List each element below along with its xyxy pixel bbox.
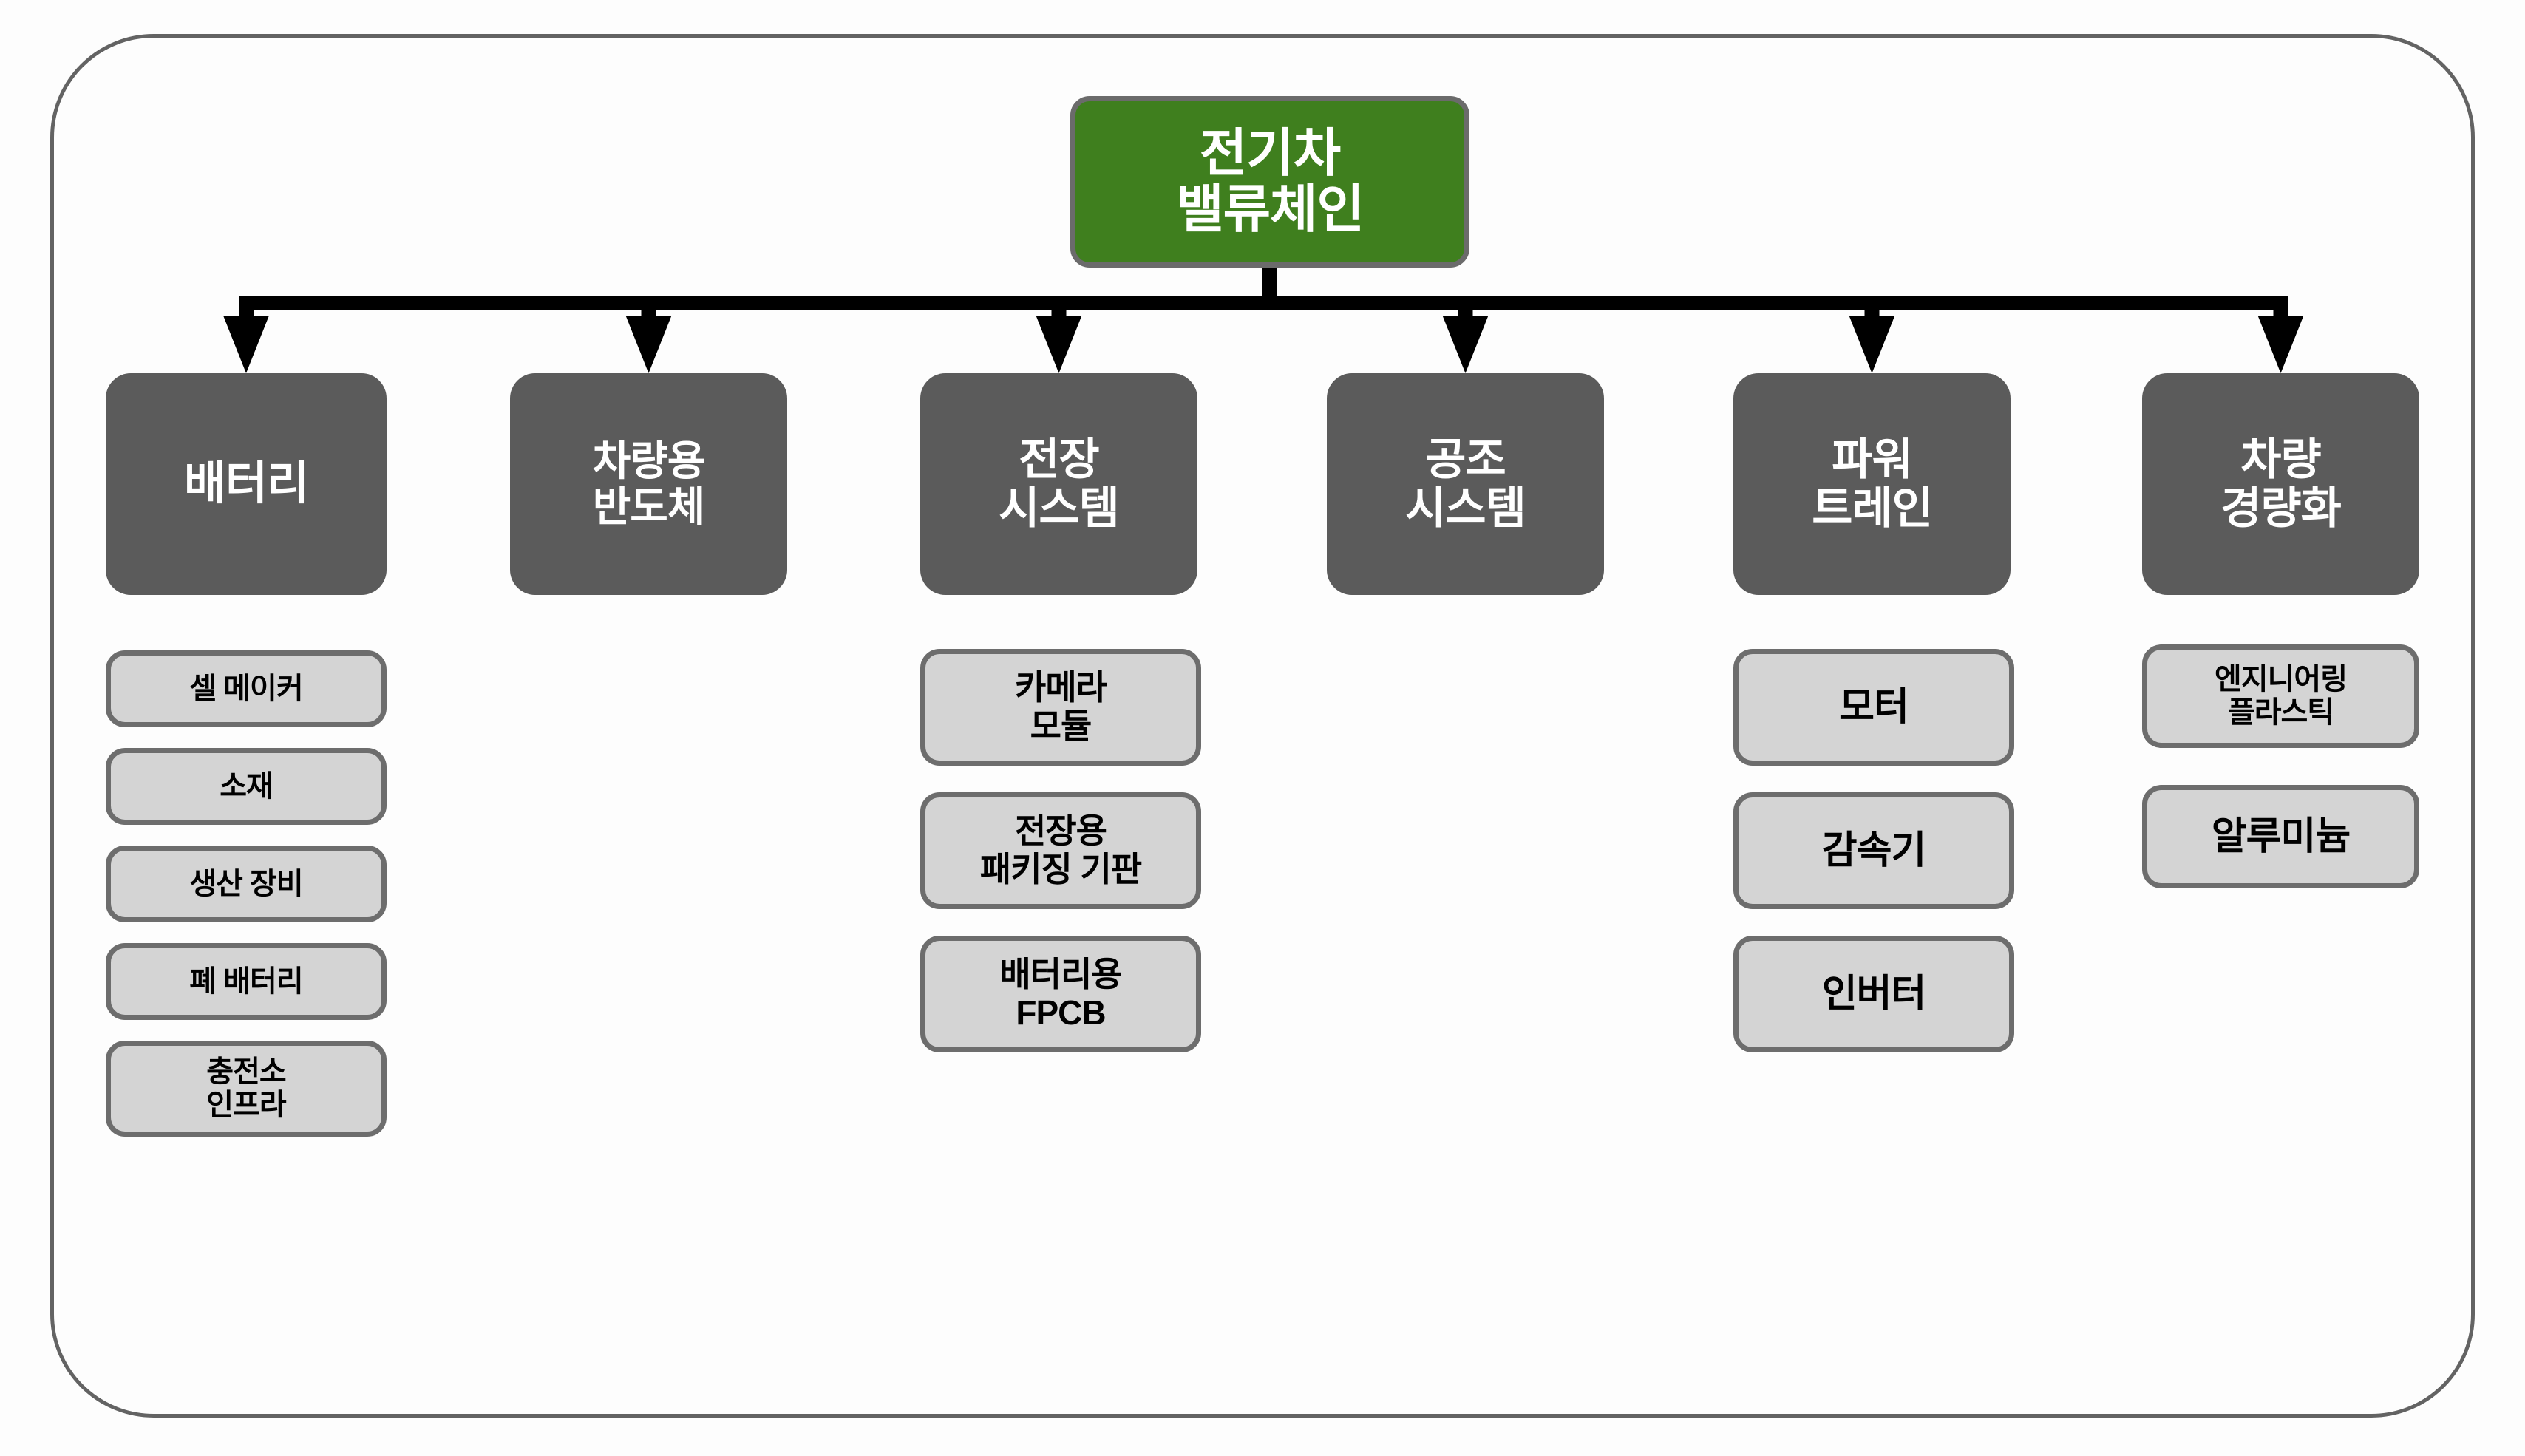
leaf-node-powertrain-0[interactable]: 모터 bbox=[1733, 649, 2014, 766]
leaf-node-battery-0[interactable]: 셀 메이커 bbox=[106, 650, 387, 727]
leaf-node-label-line1: 소재 bbox=[220, 769, 273, 803]
category-node-label-line1: 파워 bbox=[1832, 435, 1912, 484]
root-node-ev-value-chain[interactable]: 전기차 밸류체인 bbox=[1070, 96, 1469, 268]
leaf-node-label-line1: 폐 배터리 bbox=[189, 965, 303, 998]
root-node-line2: 밸류체인 bbox=[1176, 180, 1365, 238]
leaf-node-label-line1: 모터 bbox=[1839, 685, 1909, 729]
leaf-node-label-line1: 감속기 bbox=[1821, 829, 1927, 872]
leaf-node-label-line1: 카메라 bbox=[1015, 668, 1107, 707]
leaf-node-powertrain-2[interactable]: 인버터 bbox=[1733, 936, 2014, 1052]
leaf-node-battery-3[interactable]: 폐 배터리 bbox=[106, 943, 387, 1020]
leaf-node-label-line2: 패키징 기판 bbox=[979, 850, 1142, 888]
root-node-line1: 전기차 bbox=[1199, 124, 1341, 183]
leaf-node-label-line2: FPCB bbox=[1016, 993, 1106, 1032]
leaf-node-label-line2: 모듈 bbox=[1030, 707, 1092, 745]
category-node-label-line1: 전장 bbox=[1019, 435, 1099, 484]
category-node-battery[interactable]: 배터리 bbox=[106, 373, 387, 595]
leaf-node-vehicle-lightweighting-1[interactable]: 알루미늄 bbox=[2142, 785, 2419, 888]
category-node-label-line2: 시스템 bbox=[999, 483, 1120, 533]
leaf-node-label-line1: 배터리용 bbox=[999, 955, 1122, 994]
leaf-node-label-line1: 충전소 bbox=[206, 1055, 286, 1089]
category-node-label-line2: 시스템 bbox=[1405, 483, 1526, 533]
leaf-node-label-line1: 셀 메이커 bbox=[189, 672, 303, 705]
leaf-node-label-line1: 생산 장비 bbox=[189, 867, 303, 900]
leaf-node-label-line1: 전장용 bbox=[1015, 812, 1107, 851]
leaf-node-battery-2[interactable]: 생산 장비 bbox=[106, 846, 387, 922]
leaf-node-label-line2: 플라스틱 bbox=[2227, 696, 2334, 729]
category-node-label-line1: 차량용 bbox=[592, 438, 706, 485]
category-node-label-line2: 반도체 bbox=[592, 483, 706, 530]
leaf-node-label-line1: 인버터 bbox=[1821, 972, 1927, 1016]
leaf-node-battery-1[interactable]: 소재 bbox=[106, 748, 387, 825]
category-node-label-line1: 공조 bbox=[1425, 435, 1506, 484]
category-node-label-line1: 차량 bbox=[2240, 435, 2321, 484]
leaf-node-label-line1: 엔지니어링 bbox=[2215, 663, 2348, 696]
leaf-node-label-line2: 인프라 bbox=[206, 1089, 286, 1121]
category-node-label-line2: 경량화 bbox=[2220, 483, 2342, 533]
diagram-outer-frame bbox=[50, 34, 2475, 1418]
category-node-label-line1: 배터리 bbox=[183, 457, 309, 509]
leaf-node-powertrain-1[interactable]: 감속기 bbox=[1733, 792, 2014, 909]
leaf-node-label-line1: 알루미늄 bbox=[2211, 814, 2351, 858]
category-node-label-line2: 트레인 bbox=[1812, 483, 1933, 533]
